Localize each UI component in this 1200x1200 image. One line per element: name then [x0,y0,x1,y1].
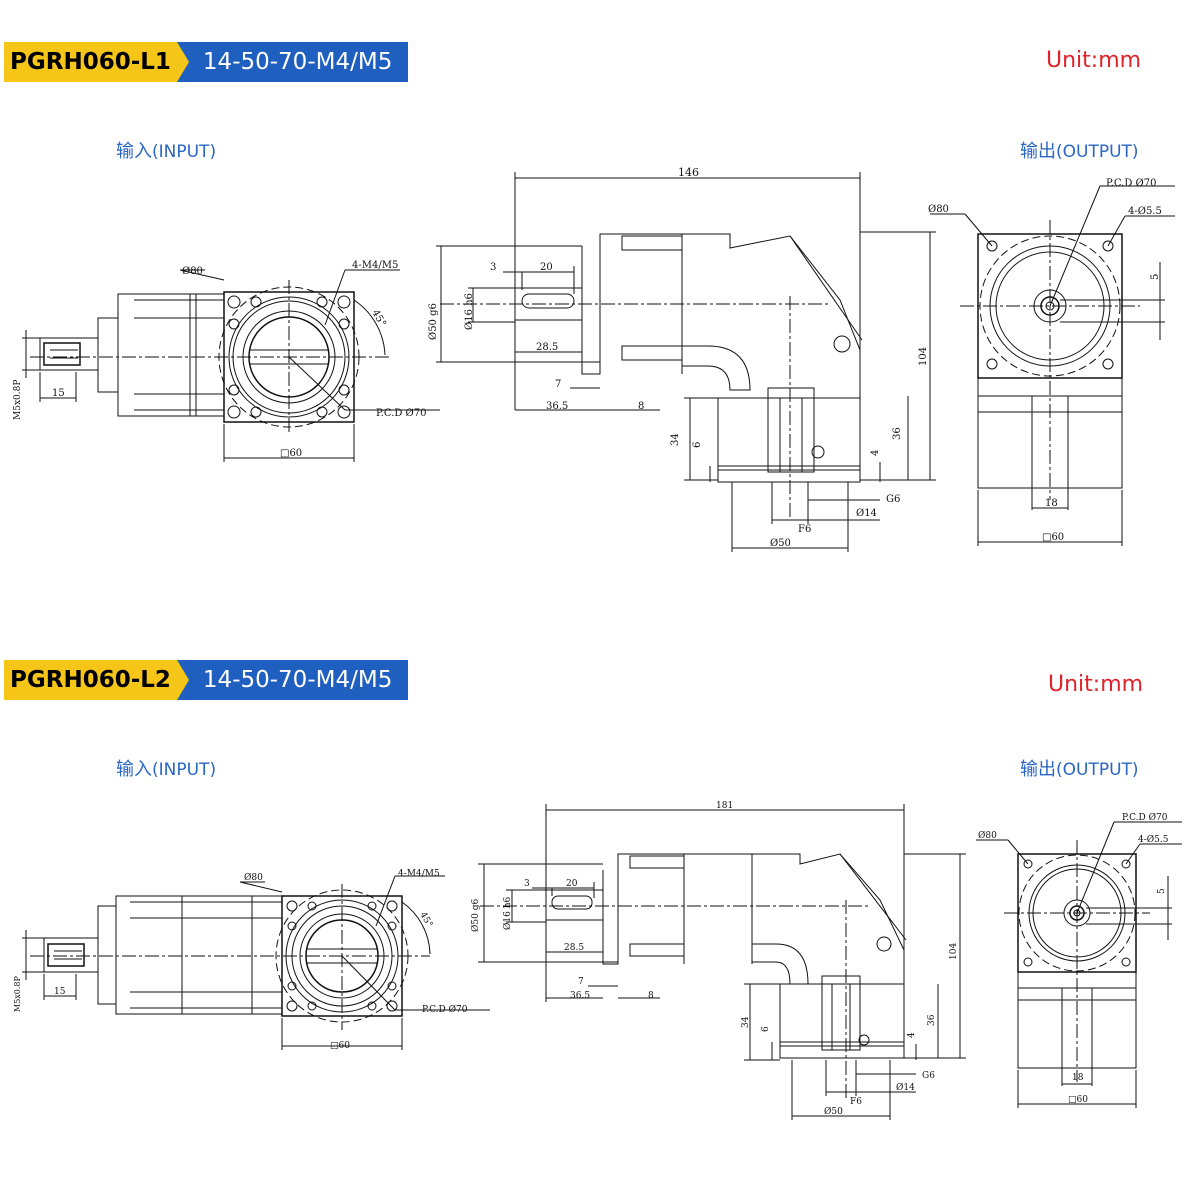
input-screws: 4-M4/M5 [398,869,440,879]
input-cn: 输入 [116,141,152,162]
unit-label: Unit:mm [1046,48,1142,73]
side-h36: 36 [892,427,903,440]
side-d7: 7 [578,977,584,987]
input-screws: 4-M4/M5 [352,260,398,271]
drawing-sheet-1: Ø80 4-M4/M5 45° P.C.D Ø70 □60 15 M5x0.8P… [13,166,1175,552]
side-h4: 4 [907,1032,917,1038]
side-h4: 4 [870,450,881,456]
header-arrow [176,660,189,700]
side-total: 181 [716,801,733,811]
side-d8: 8 [648,991,654,1001]
side-h6: 6 [692,442,703,448]
output-view-drawing [976,821,1182,1108]
model-spec: 14-50-70-M4/M5 [188,42,409,82]
input-view-label: 输入(INPUT) [116,755,216,781]
side-d285: 28.5 [564,943,584,953]
output-en: (OUTPUT) [1056,760,1139,780]
input-view-label: 输入(INPUT) [116,137,216,163]
output-view-drawing [930,185,1175,546]
side-h104: 104 [949,943,959,960]
input-en: (INPUT) [152,142,217,162]
output-dia80: Ø80 [978,830,997,841]
input-len15: 15 [52,388,65,399]
input-square: □60 [330,1041,350,1051]
side-d3: 3 [490,262,496,273]
side-pilot: Ø50 g6 [470,899,481,932]
output-pcd: P.C.D Ø70 [1122,812,1168,823]
unit-label: Unit:mm [1048,672,1144,697]
side-total: 146 [678,166,699,179]
output-view-label: 输出(OUTPUT) [1020,137,1139,163]
output-d18: 18 [1072,1073,1084,1083]
side-view-drawing [478,804,966,1120]
output-dia80: Ø80 [928,204,949,215]
side-d285: 28.5 [536,342,558,353]
side-g6: G6 [886,494,900,505]
model-name: PGRH060-L2 [4,660,177,700]
model-spec: 14-50-70-M4/M5 [188,660,409,700]
side-f6: F6 [850,1097,862,1107]
model-header-1: PGRH060-L1 14-50-70-M4/M5 [4,42,409,82]
side-h104: 104 [918,347,929,366]
output-square: □60 [1042,532,1064,543]
output-d5: 5 [1150,274,1161,280]
side-pilot: Ø50 g6 [428,303,439,340]
input-view-drawing [22,875,490,1050]
side-f6: F6 [798,524,811,535]
model-header-2: PGRH060-L2 14-50-70-M4/M5 [4,660,409,700]
output-d18: 18 [1045,498,1058,509]
output-en: (OUTPUT) [1056,142,1139,162]
side-d20: 20 [540,262,553,273]
output-cn: 输出 [1020,759,1056,780]
side-h6: 6 [761,1026,771,1032]
input-len15: 15 [54,987,66,997]
input-thread: M5x0.8P [13,380,23,420]
side-g6: G6 [922,1071,935,1081]
output-cn: 输出 [1020,141,1056,162]
output-square: □60 [1068,1095,1088,1105]
output-holes: 4-Ø5.5 [1138,834,1169,845]
side-d50: Ø50 [824,1106,843,1117]
header-arrow [176,42,189,82]
input-dia80: Ø80 [182,266,203,277]
input-en: (INPUT) [152,760,217,780]
side-d50: Ø50 [770,538,791,549]
input-view-drawing [22,269,440,462]
side-h34: 34 [741,1016,751,1028]
side-d20: 20 [566,879,578,889]
side-d365: 36.5 [570,991,590,1001]
model-name: PGRH060-L1 [4,42,177,82]
output-d5: 5 [1157,888,1167,894]
side-d365: 36.5 [546,401,568,412]
input-pcd: P.C.D Ø70 [422,1004,468,1015]
side-shaft: Ø16 h6 [502,897,513,930]
side-bore: Ø14 [896,1082,915,1093]
input-cn: 输入 [116,759,152,780]
output-view-label: 输出(OUTPUT) [1020,755,1139,781]
output-pcd: P.C.D Ø70 [1106,178,1156,189]
output-holes: 4-Ø5.5 [1128,206,1162,217]
side-h36: 36 [927,1014,937,1026]
side-view-drawing [436,172,936,552]
side-d8: 8 [638,401,644,412]
input-square: □60 [280,448,302,459]
side-d7: 7 [555,379,561,390]
input-pcd: P.C.D Ø70 [376,408,426,419]
input-dia80: Ø80 [244,872,263,883]
side-d3: 3 [524,879,530,889]
drawing-sheet-2: Ø80 4-M4/M5 45° P.C.D Ø70 □60 15 M5x0.8P… [13,801,1182,1120]
input-thread: M5x0.8P [13,975,22,1012]
side-shaft: Ø16 h6 [464,293,475,330]
side-h34: 34 [670,433,681,446]
side-bore: Ø14 [856,508,877,519]
